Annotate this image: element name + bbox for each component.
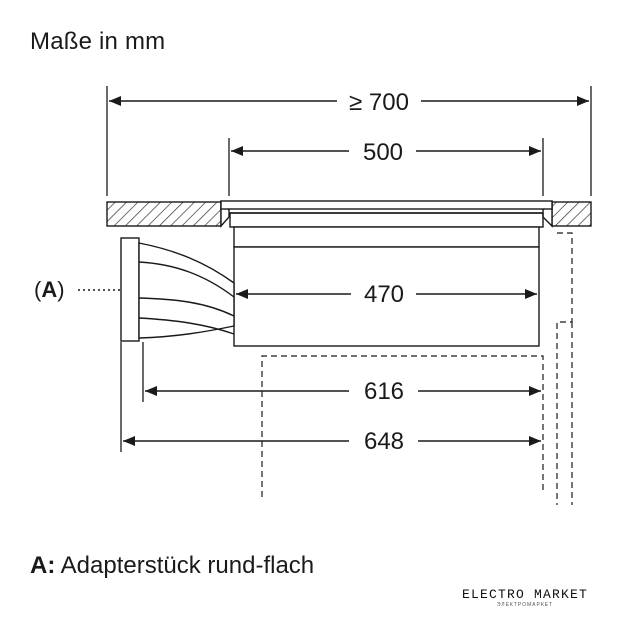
adapter-callout-label: (A) [34, 277, 65, 302]
logo-main-text: ELECTRO MARKET [461, 587, 589, 602]
page-title: Maße in mm [30, 28, 166, 55]
logo-sub-text: ЭЛЕКТРОМАРКЕТ [496, 602, 554, 608]
watermark-logo: ELECTRO MARKET ЭЛЕКТРОМАРКЕТ [452, 588, 598, 618]
cabinet-dashed [261, 232, 573, 505]
dimension-body-label: 470 [364, 281, 404, 308]
dimension-depth-outer-label: 648 [364, 428, 404, 455]
dimension-cutout-label: 500 [363, 139, 403, 166]
cooktop-top [220, 200, 553, 228]
legend-key: A: [30, 552, 56, 579]
extension-lines [106, 86, 592, 452]
legend-text: Adapterstück rund-flach [60, 552, 315, 579]
legend: A: Adapterstück rund-flach [30, 552, 314, 580]
cooktop-body [233, 226, 540, 347]
adapter-piece [120, 237, 235, 342]
dimension-overall-label: ≥ 700 [349, 89, 409, 116]
dimension-depth-inner-label: 616 [364, 378, 404, 405]
